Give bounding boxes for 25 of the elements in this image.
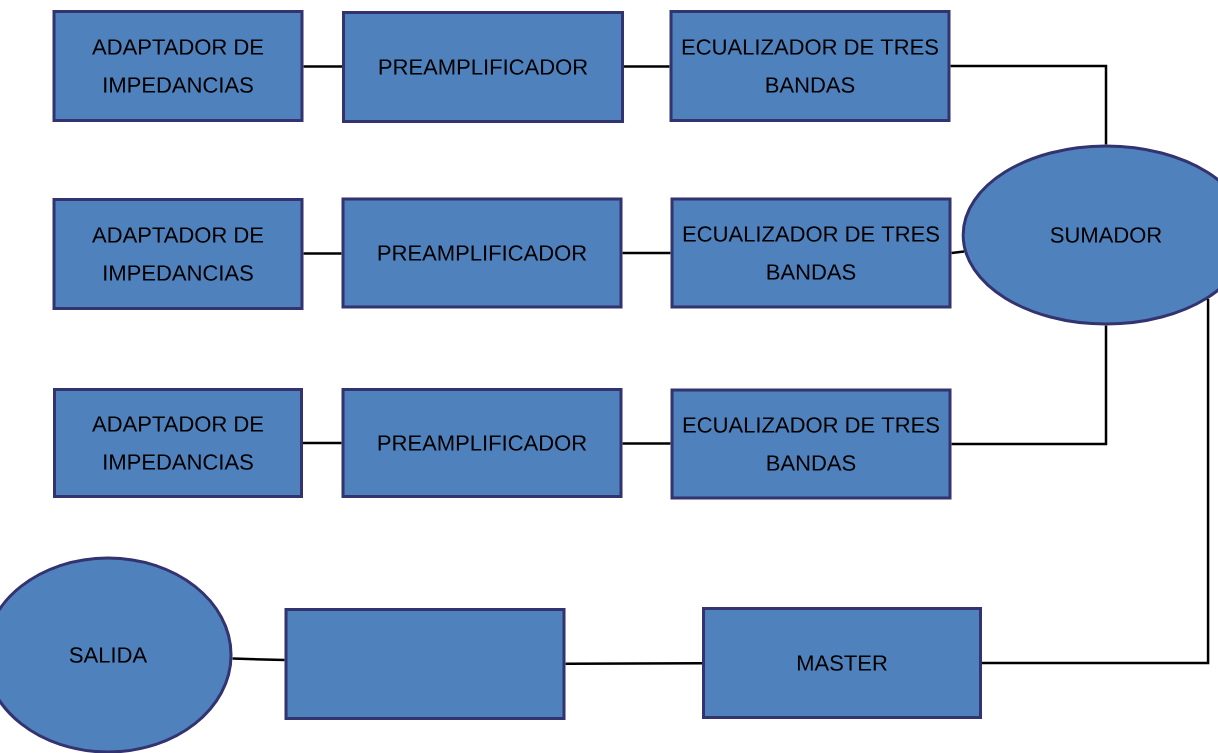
- connector-line: [622, 251, 671, 255]
- connector-line: [982, 299, 1210, 665]
- connector-line: [232, 657, 285, 662]
- process-box: PREAMPLIFICADOR: [341, 388, 623, 498]
- process-box: ECUALIZADOR DE TRES BANDAS: [670, 388, 952, 500]
- process-box: ECUALIZADOR DE TRES BANDAS: [669, 10, 951, 122]
- process-box: ADAPTADOR DE IMPEDANCIAS: [52, 198, 304, 310]
- process-box: ECUALIZADOR DE TRES BANDAS: [670, 197, 952, 309]
- connector-line: [303, 441, 342, 445]
- process-box: ADAPTADOR DE IMPEDANCIAS: [53, 388, 303, 498]
- process-box: PREAMPLIFICADOR: [342, 11, 624, 123]
- process-box: PREAMPLIFICADOR: [341, 197, 623, 309]
- connector-line: [565, 662, 702, 665]
- ellipse-node: SALIDA: [0, 556, 233, 753]
- connector-line: [622, 442, 671, 445]
- connector-line: [624, 65, 670, 68]
- process-box: MASTER: [702, 607, 982, 719]
- connector-line: [951, 325, 1108, 446]
- connector-line: [303, 65, 342, 68]
- process-box: ADAPTADOR DE IMPEDANCIAS: [52, 10, 304, 122]
- connector-line: [951, 250, 965, 255]
- ellipse-node: SUMADOR: [961, 144, 1218, 326]
- connector-line: [303, 252, 342, 255]
- process-box: [284, 608, 566, 720]
- connector-line: [950, 64, 1108, 145]
